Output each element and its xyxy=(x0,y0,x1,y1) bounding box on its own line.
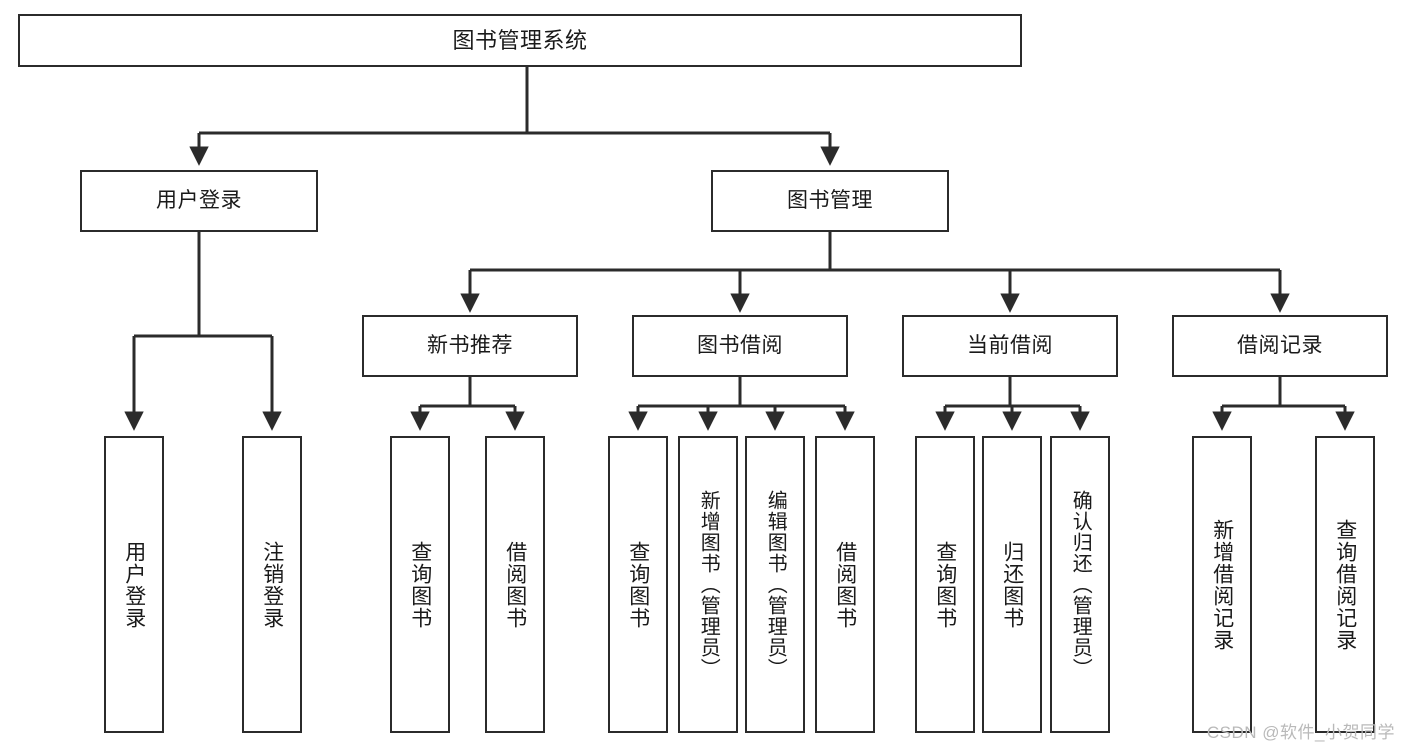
node-label: 查询图书 xyxy=(933,540,957,629)
node-label: 图书借阅 xyxy=(697,333,783,357)
node-label: 借阅图书 xyxy=(503,540,527,629)
node-borrow-record[interactable]: 借阅记录 xyxy=(1172,315,1388,377)
node-label: 查询借阅记录 xyxy=(1333,518,1357,651)
node-label: 新增借阅记录 xyxy=(1210,518,1234,651)
node-new-book-recommend[interactable]: 新书推荐 xyxy=(362,315,578,377)
leaf-edit-book-admin[interactable]: 编辑图书（管理员） xyxy=(745,436,805,733)
leaf-borrow-book-borrow[interactable]: 借阅图书 xyxy=(815,436,875,733)
leaf-add-book-admin[interactable]: 新增图书（管理员） xyxy=(678,436,738,733)
node-label: 编辑图书（管理员） xyxy=(764,490,787,679)
leaf-confirm-return-admin[interactable]: 确认归还（管理员） xyxy=(1050,436,1110,733)
node-label: 查询图书 xyxy=(408,540,432,629)
node-label: 查询图书 xyxy=(626,540,650,629)
leaf-add-borrow-record[interactable]: 新增借阅记录 xyxy=(1192,436,1252,733)
node-current-borrow[interactable]: 当前借阅 xyxy=(902,315,1118,377)
node-label: 用户登录 xyxy=(156,188,242,212)
leaf-query-borrow-record[interactable]: 查询借阅记录 xyxy=(1315,436,1375,733)
node-label: 图书管理 xyxy=(787,188,873,212)
node-label: 当前借阅 xyxy=(967,333,1053,357)
node-root-book-management-system[interactable]: 图书管理系统 xyxy=(18,14,1022,67)
node-label: 新书推荐 xyxy=(427,333,513,357)
node-label: 确认归还（管理员） xyxy=(1069,490,1092,679)
leaf-query-book-current[interactable]: 查询图书 xyxy=(915,436,975,733)
leaf-borrow-book-recommend[interactable]: 借阅图书 xyxy=(485,436,545,733)
node-book-borrow[interactable]: 图书借阅 xyxy=(632,315,848,377)
leaf-user-login[interactable]: 用户登录 xyxy=(104,436,164,733)
leaf-return-book[interactable]: 归还图书 xyxy=(982,436,1042,733)
node-label: 用户登录 xyxy=(122,540,146,629)
node-label: 新增图书（管理员） xyxy=(697,490,720,679)
node-label: 借阅记录 xyxy=(1237,333,1323,357)
node-label: 借阅图书 xyxy=(833,540,857,629)
leaf-user-logout[interactable]: 注销登录 xyxy=(242,436,302,733)
node-user-login[interactable]: 用户登录 xyxy=(80,170,318,232)
node-label: 归还图书 xyxy=(1000,540,1024,629)
watermark-text: CSDN @软件_小贺同学 xyxy=(1206,723,1395,742)
node-book-manage[interactable]: 图书管理 xyxy=(711,170,949,232)
node-label: 注销登录 xyxy=(260,540,284,629)
leaf-query-book-borrow[interactable]: 查询图书 xyxy=(608,436,668,733)
node-label: 图书管理系统 xyxy=(452,27,588,53)
leaf-query-book-recommend[interactable]: 查询图书 xyxy=(390,436,450,733)
